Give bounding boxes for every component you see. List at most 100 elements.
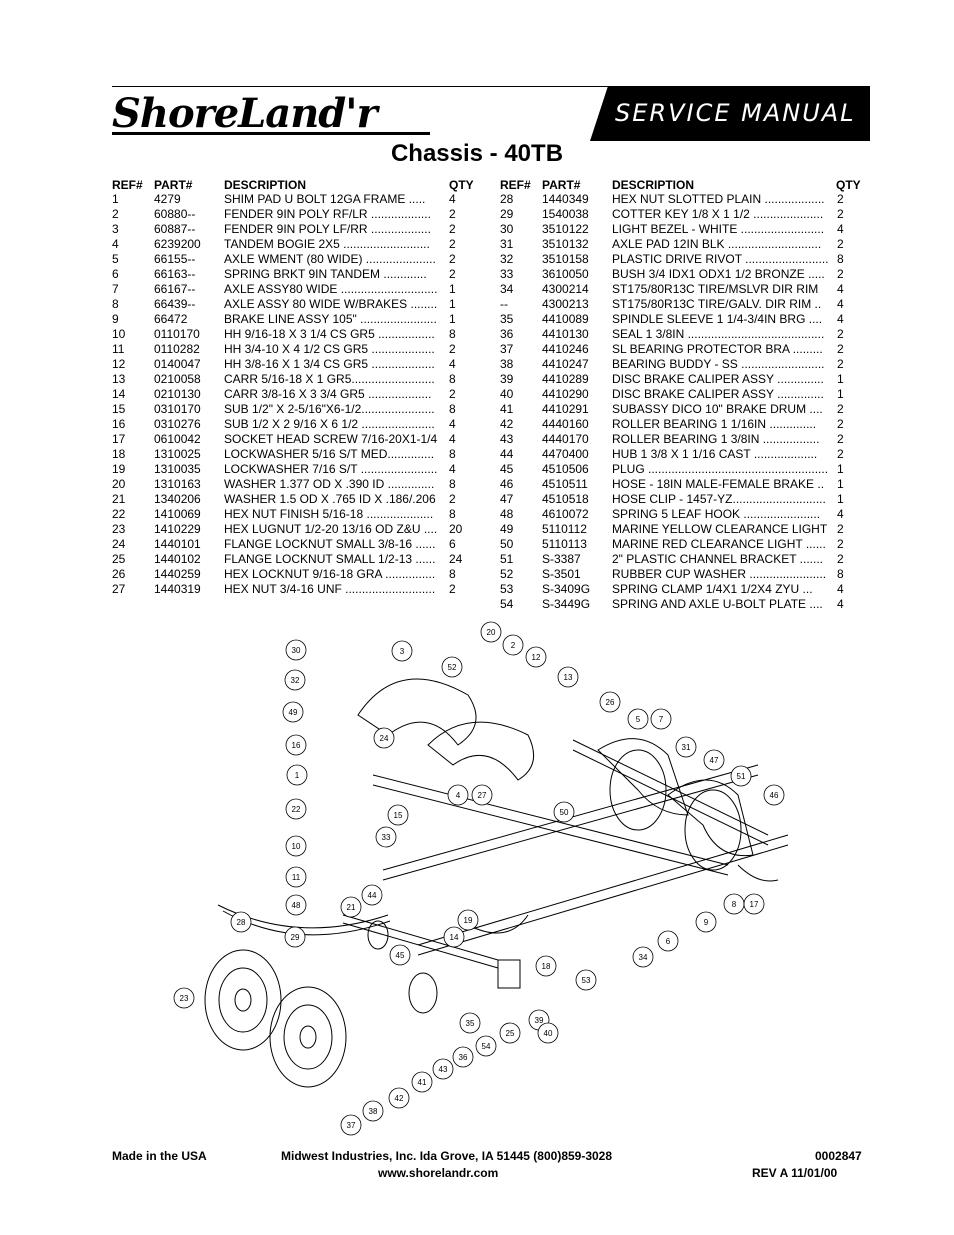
part-ref: 52 bbox=[500, 567, 514, 581]
part-qty: 1 bbox=[837, 462, 844, 476]
callout-bubble: 3 bbox=[391, 640, 413, 662]
part-ref: 53 bbox=[500, 582, 514, 596]
part-number: 4279 bbox=[154, 192, 181, 206]
part-number: 5110112 bbox=[542, 522, 587, 536]
callout-bubble: 45 bbox=[389, 944, 411, 966]
col-head-qty-left: QTY bbox=[449, 178, 474, 192]
callout-label: 34 bbox=[639, 953, 648, 962]
callout-label: 1 bbox=[295, 771, 300, 780]
company-address: Midwest Industries, Inc. Ida Grove, IA 5… bbox=[281, 1149, 613, 1163]
rear-tire-2 bbox=[684, 789, 742, 871]
callout-bubble: 37 bbox=[340, 1114, 362, 1136]
front-rim-outer bbox=[218, 967, 268, 1033]
callout-bubble: 12 bbox=[525, 646, 547, 668]
part-ref: 49 bbox=[500, 522, 514, 536]
part-number: 60887-- bbox=[154, 222, 196, 236]
part-description: CARR 5/16-18 X 1 GR5....................… bbox=[224, 372, 435, 386]
part-qty: 2 bbox=[837, 192, 844, 206]
part-qty: 4 bbox=[449, 357, 456, 371]
callout-bubble: 32 bbox=[284, 669, 306, 691]
part-description: SPRING CLAMP 1/4X1 1/2X4 ZYU ... bbox=[612, 582, 813, 596]
brand-logo-text: ShoreLand'r bbox=[112, 90, 378, 137]
callout-label: 30 bbox=[292, 646, 301, 655]
part-description: LOCKWASHER 7/16 S/T ....................… bbox=[224, 462, 438, 476]
part-qty: 2 bbox=[837, 447, 844, 461]
part-ref: 31 bbox=[500, 237, 514, 251]
page-title: Chassis - 40TB bbox=[390, 140, 564, 167]
callout-bubble: 30 bbox=[285, 639, 307, 661]
part-qty: 8 bbox=[449, 477, 456, 491]
part-qty: 2 bbox=[837, 357, 844, 371]
part-ref: 5 bbox=[112, 252, 119, 266]
part-number: 1310035 bbox=[154, 462, 201, 476]
callout-label: 5 bbox=[636, 715, 641, 724]
part-qty: 4 bbox=[449, 432, 456, 446]
part-number: 3510122 bbox=[542, 222, 589, 236]
part-number: 1410069 bbox=[154, 507, 201, 521]
service-manual-banner: SERVICE MANUAL bbox=[590, 86, 870, 141]
part-number: 0110282 bbox=[154, 342, 200, 356]
part-number: 3510158 bbox=[542, 252, 589, 266]
part-ref: 30 bbox=[500, 222, 514, 236]
part-number: S-3409G bbox=[542, 582, 591, 596]
part-qty: 2 bbox=[837, 537, 844, 551]
part-description: FENDER 9IN POLY RF/LR .................. bbox=[224, 207, 431, 221]
callout-label: 7 bbox=[659, 715, 664, 724]
part-description: HH 9/16-18 X 3 1/4 CS GR5 ..............… bbox=[224, 327, 435, 341]
callout-bubble: 47 bbox=[703, 749, 725, 771]
part-qty: 2 bbox=[449, 342, 456, 356]
part-qty: 6 bbox=[449, 537, 456, 551]
part-ref: 40 bbox=[500, 387, 514, 401]
callout-label: 43 bbox=[439, 1065, 448, 1074]
part-number: 4410290 bbox=[542, 387, 589, 401]
part-description: ROLLER BEARING 1 3/8IN ................. bbox=[612, 432, 820, 446]
part-description: BUSH 3/4 IDX1 ODX1 1/2 BRONZE ..... bbox=[612, 267, 825, 281]
callout-label: 22 bbox=[292, 805, 301, 814]
made-in-usa: Made in the USA bbox=[112, 1149, 207, 1163]
fender-rear-left bbox=[597, 738, 689, 816]
part-ref: 36 bbox=[500, 327, 514, 341]
callout-label: 44 bbox=[368, 891, 377, 900]
part-qty: 8 bbox=[449, 567, 456, 581]
callout-label: 32 bbox=[291, 676, 300, 685]
callout-bubble: 51 bbox=[730, 765, 752, 787]
callout-label: 36 bbox=[459, 1053, 468, 1062]
frame-rail-bottom bbox=[417, 834, 789, 946]
part-description: SUBASSY DICO 10" BRAKE DRUM .... bbox=[612, 402, 823, 416]
callout-label: 27 bbox=[478, 791, 487, 800]
callout-bubble: 49 bbox=[282, 701, 304, 723]
part-ref: 22 bbox=[112, 507, 126, 521]
callout-bubble: 14 bbox=[443, 926, 465, 948]
part-number: 66163-- bbox=[154, 267, 196, 281]
callout-bubble: 9 bbox=[695, 911, 717, 933]
part-qty: 8 bbox=[837, 252, 844, 266]
part-qty: 2 bbox=[837, 267, 844, 281]
part-qty: 8 bbox=[837, 567, 844, 581]
part-qty: 2 bbox=[837, 207, 844, 221]
callout-label: 35 bbox=[466, 1019, 475, 1028]
doc-number: 0002847 bbox=[815, 1149, 862, 1163]
part-qty: 2 bbox=[837, 432, 844, 446]
callout-label: 4 bbox=[456, 791, 461, 800]
part-number: 66472 bbox=[154, 312, 188, 326]
part-ref: 19 bbox=[112, 462, 126, 476]
part-qty: 2 bbox=[449, 582, 456, 596]
part-description: WASHER 1.5 OD X .765 ID X .186/.206 bbox=[224, 492, 436, 506]
part-ref: 8 bbox=[112, 297, 119, 311]
part-description: SL BEARING PROTECTOR BRA ......... bbox=[612, 342, 823, 356]
callout-bubble: 27 bbox=[471, 784, 493, 806]
